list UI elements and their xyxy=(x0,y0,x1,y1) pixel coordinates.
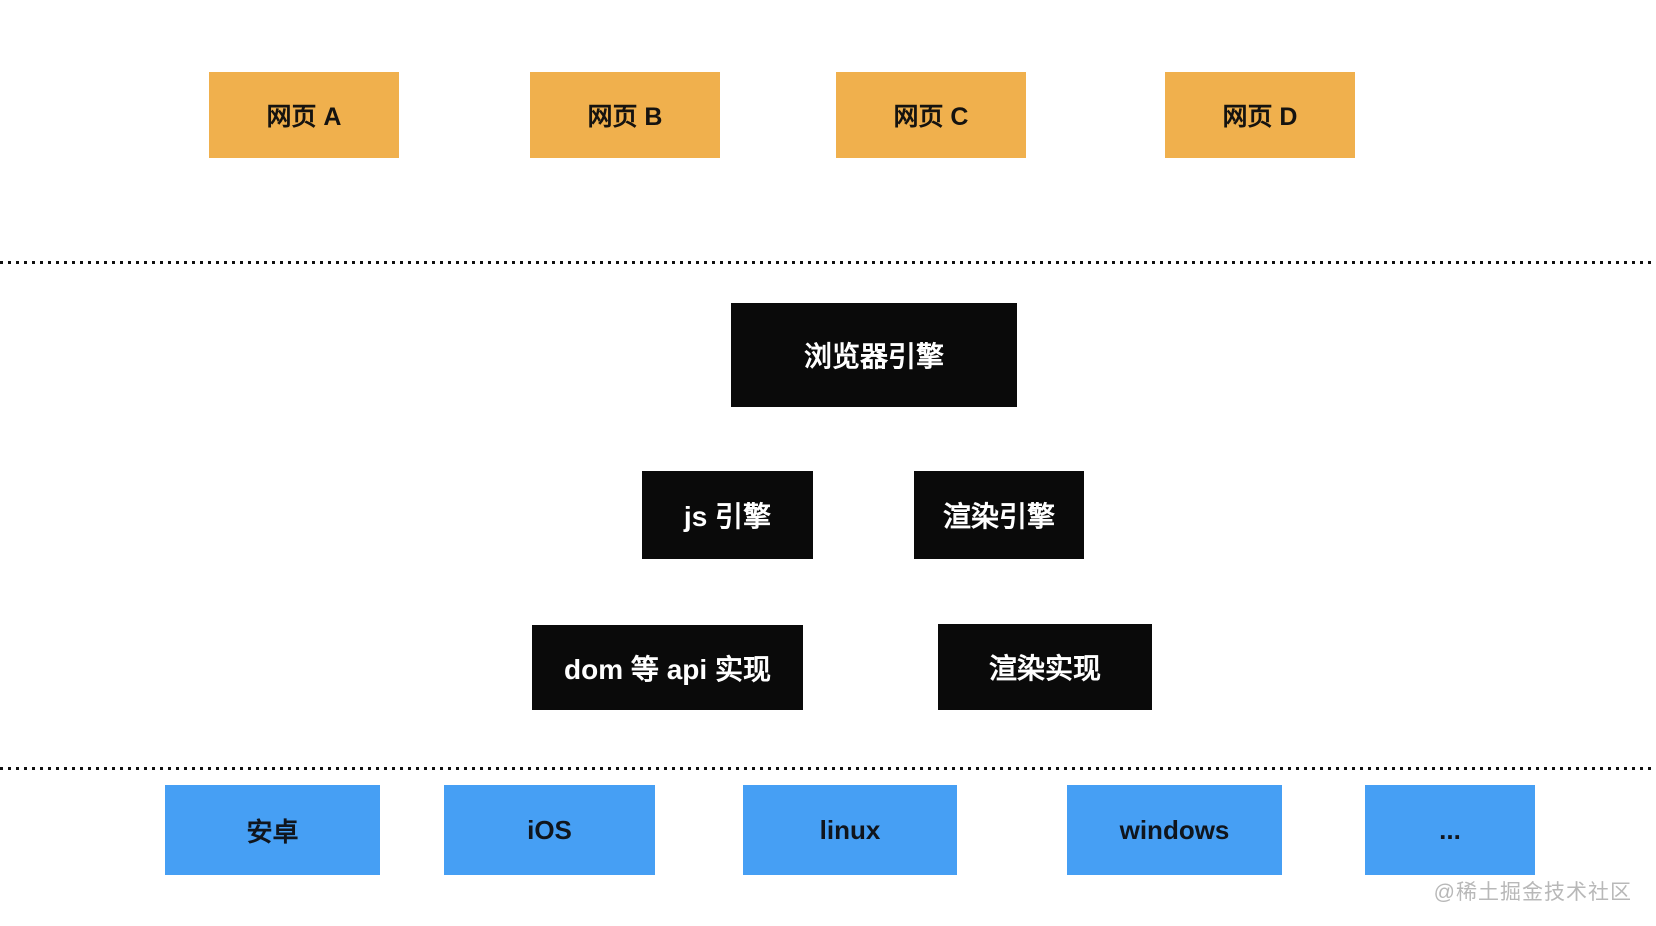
dom-api-implementation-box: dom 等 api 实现 xyxy=(532,625,803,710)
platform-linux-box: linux xyxy=(743,785,957,875)
platform-more-box: ... xyxy=(1365,785,1535,875)
webpage-c-box: 网页 C xyxy=(836,72,1026,158)
platform-android-box: 安卓 xyxy=(165,785,380,875)
js-engine-box: js 引擎 xyxy=(642,471,813,559)
render-engine-box: 渲染引擎 xyxy=(914,471,1084,559)
webpage-b-box: 网页 B xyxy=(530,72,720,158)
webpage-a-box: 网页 A xyxy=(209,72,399,158)
dotted-separator-bottom xyxy=(0,767,1656,770)
render-implementation-box: 渲染实现 xyxy=(938,624,1152,710)
webpage-d-box: 网页 D xyxy=(1165,72,1355,158)
browser-engine-box: 浏览器引擎 xyxy=(731,303,1017,407)
dotted-separator-top xyxy=(0,261,1656,264)
platform-windows-box: windows xyxy=(1067,785,1282,875)
juejin-watermark: @稀土掘金技术社区 xyxy=(1433,881,1632,904)
platform-ios-box: iOS xyxy=(444,785,655,875)
